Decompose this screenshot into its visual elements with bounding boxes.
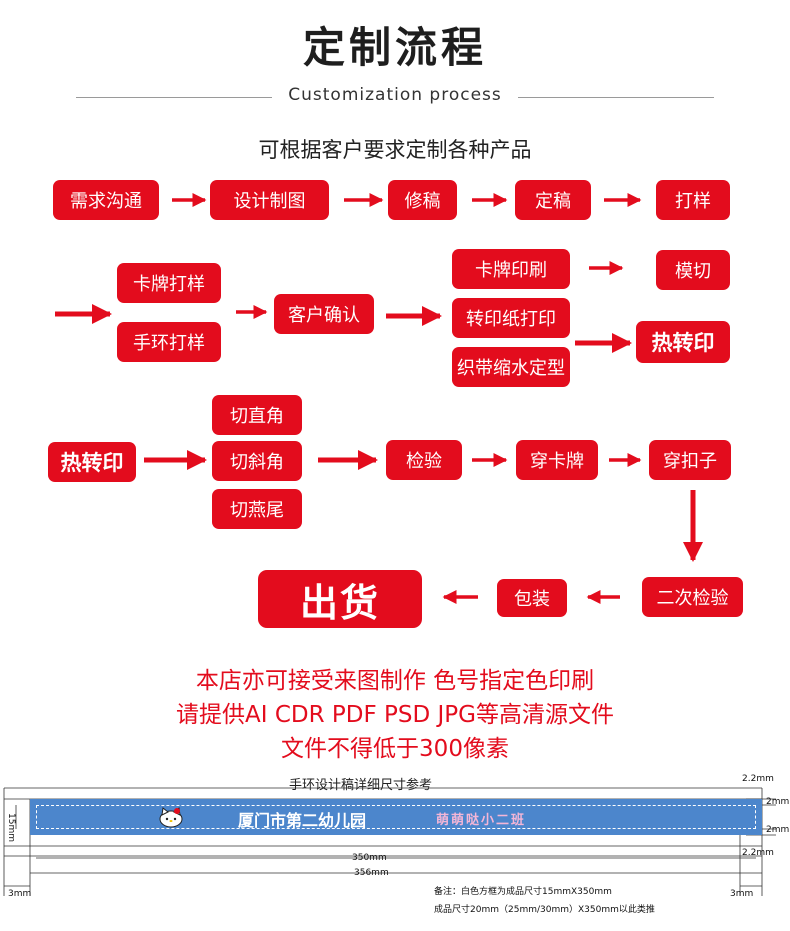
subtitle-rule-right [518, 97, 714, 98]
dim-outer-length: 356mm [354, 868, 389, 878]
note-line: 文件不得低于300像素 [281, 736, 509, 762]
drawing-remark: 成品尺寸20mm（25mm/30mm）X350mm以此类推 [434, 905, 655, 915]
step-heat-transfer: 热转印 [636, 321, 730, 363]
intro-text: 可根据客户要求定制各种产品 [258, 138, 532, 162]
step-die-cut: 模切 [656, 250, 730, 290]
step-transfer-print: 转印纸打印 [452, 298, 570, 338]
drawing-remark: 备注：白色方框为成品尺寸15mmX350mm [434, 887, 612, 897]
step-confirm: 客户确认 [274, 294, 374, 334]
step-revise: 修稿 [388, 180, 457, 220]
page-subtitle: Customization process [288, 85, 502, 105]
page-title: 定制流程 [302, 23, 487, 72]
file-requirements: 本店亦可接受来图制作 色号指定色印刷 请提供AI CDR PDF PSD JPG… [0, 664, 790, 766]
step-shrink-set: 织带缩水定型 [452, 347, 570, 387]
finished-size-frame [36, 805, 756, 829]
step-thread-buckle: 穿扣子 [649, 440, 731, 480]
step-band-sample: 手环打样 [117, 322, 221, 362]
hello-kitty-icon [159, 807, 183, 828]
step-design: 设计制图 [210, 180, 329, 220]
dim-gap-top: 2mm [766, 797, 790, 807]
step-requirement: 需求沟通 [53, 180, 159, 220]
step-thread-card: 穿卡牌 [516, 440, 598, 480]
dim-inner-length: 350mm [352, 853, 387, 863]
dim-margin-top: 2.2mm [742, 774, 774, 784]
step-inspect: 检验 [386, 440, 462, 480]
school-name: 厦门市第二幼儿园 [238, 811, 367, 830]
dim-margin-bottom: 2.2mm [742, 848, 774, 858]
step-card-print: 卡牌印刷 [452, 249, 570, 289]
step-cut-right-angle: 切直角 [212, 395, 302, 435]
drawing-title: 手环设计稿详细尺寸参考 [289, 778, 433, 793]
step-sample: 打样 [656, 180, 730, 220]
step-heat-transfer-start: 热转印 [48, 442, 136, 482]
dim-side-right: 3mm [730, 889, 754, 899]
step-cut-bevel: 切斜角 [212, 441, 302, 481]
step-card-sample: 卡牌打样 [117, 263, 221, 303]
dim-side-left: 3mm [8, 889, 32, 899]
wristband-drawing: 手环设计稿详细尺寸参考 [0, 766, 790, 931]
step-cut-swallowtail: 切燕尾 [212, 489, 302, 529]
step-ship: 出货 [258, 570, 422, 628]
step-finalize: 定稿 [515, 180, 591, 220]
dimension-lines [3, 787, 776, 896]
subtitle-rule-left [76, 97, 272, 98]
dim-height: 15mm [6, 813, 16, 842]
dim-gap-bottom: 2mm [766, 825, 790, 835]
step-package: 包装 [497, 579, 567, 617]
step-second-inspect: 二次检验 [642, 577, 743, 617]
note-line: 请提供AI CDR PDF PSD JPG等高清源文件 [176, 702, 614, 728]
note-line: 本店亦可接受来图制作 色号指定色印刷 [195, 668, 595, 694]
class-name: 萌萌哒小二班 [436, 813, 527, 828]
